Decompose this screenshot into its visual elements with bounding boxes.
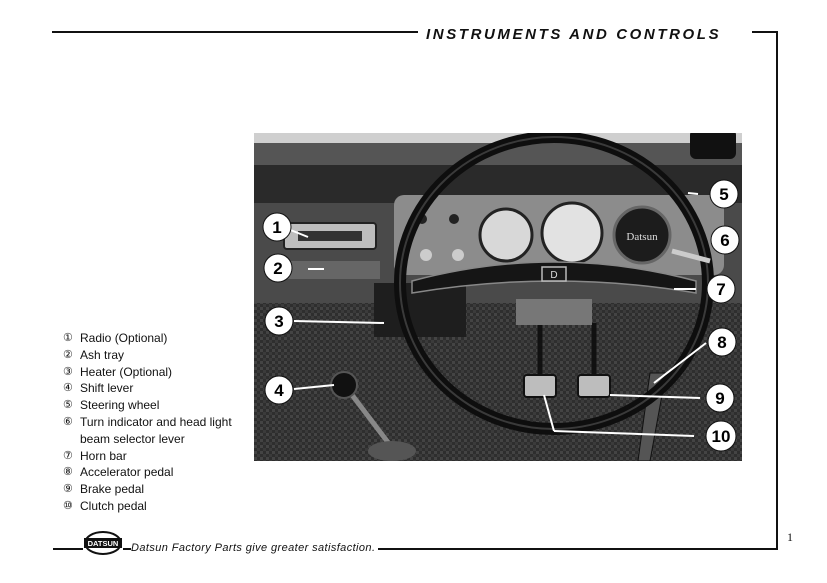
legend-item: ⑩ Clutch pedal [63, 498, 245, 515]
callout-markers: 1 2 3 4 5 6 7 8 9 10 [262, 179, 740, 452]
radio-dial [298, 231, 362, 241]
steering-column [516, 299, 592, 325]
legend-number: ⑤ [63, 399, 73, 412]
legend-number: ⑥ [63, 415, 73, 428]
dashboard-photo: Datsun D [254, 133, 742, 461]
callout-number: 1 [272, 218, 281, 237]
dashboard-illustration: Datsun D [254, 133, 742, 461]
leader-lines [287, 192, 707, 437]
brake-pedal [577, 374, 611, 398]
legend-item: ⑥ Turn indicator and head light beam sele… [63, 414, 245, 448]
turn-indicator-lever [671, 248, 711, 264]
callout-circle [263, 253, 293, 283]
callout-number: 4 [274, 381, 284, 400]
legend-label: Horn bar [80, 448, 127, 463]
callout-circle [264, 375, 294, 405]
gauge-left [478, 207, 534, 263]
callout-circle [707, 327, 737, 357]
logo-text: DATSUN [88, 539, 119, 548]
legend-label: Ash tray [80, 347, 125, 362]
leader-line [293, 384, 335, 390]
leader-line [687, 192, 699, 195]
legend-label: Brake pedal [80, 482, 145, 497]
legend-number: ⑩ [63, 499, 73, 512]
legend-number: ⑦ [63, 449, 73, 462]
legend-label: Heater (Optional) [80, 364, 173, 379]
gauge-brand: Datsun [626, 231, 658, 243]
ash-tray [280, 261, 380, 279]
switch-knob [452, 249, 464, 261]
header-rule-left [52, 31, 418, 33]
callout-number: 8 [717, 333, 726, 352]
callout-number: 3 [274, 312, 283, 331]
legend-number: ⑨ [63, 483, 73, 496]
horn-badge-letter: D [550, 270, 557, 281]
legend-item: ④ Shift lever [63, 380, 245, 397]
switch-knob [420, 249, 432, 261]
shift-lever-rod [344, 385, 392, 447]
speedometer [540, 201, 604, 265]
legend-item: ③ Heater (Optional) [63, 364, 245, 381]
horn-badge [541, 266, 567, 282]
footer-rule-right [378, 548, 778, 550]
callout-number: 7 [716, 280, 725, 299]
callout-circle [706, 274, 736, 304]
legend-number: ① [63, 332, 73, 344]
footer-rule-mid [123, 548, 131, 550]
callout-circle [709, 179, 739, 209]
leader-line [293, 320, 385, 324]
page-number: 1 [787, 530, 793, 544]
callout-circle [710, 225, 740, 255]
legend-label: Steering wheel [80, 398, 160, 413]
legend-number: ③ [63, 365, 73, 378]
dash-pad [254, 165, 742, 203]
leader-line [543, 394, 555, 432]
callout-number: 5 [719, 185, 728, 204]
legend-item: ⑤ Steering wheel [63, 397, 245, 414]
legend-number: ② [63, 348, 73, 361]
legend-label: Clutch pedal [80, 498, 147, 513]
callout-number: 2 [273, 259, 282, 278]
legend-label: Accelerator pedal [80, 465, 174, 480]
right-margin-rule [776, 31, 778, 550]
legend-number: ⑧ [63, 466, 73, 479]
switch-knob [449, 214, 459, 224]
leader-line [287, 228, 309, 238]
shift-boot [368, 441, 416, 461]
shift-knob [330, 371, 358, 399]
rear-view-mirror [690, 133, 736, 159]
datsun-logo-icon: DATSUN [84, 531, 122, 555]
legend-item: ⑨ Brake pedal [63, 481, 245, 498]
leader-line [553, 430, 695, 437]
callout-number: 9 [715, 389, 724, 408]
legend-number: ④ [63, 382, 73, 395]
legend-item: ② Ash tray [63, 347, 245, 364]
page-title: INSTRUMENTS AND CONTROLS [426, 26, 722, 43]
callout-circle [264, 306, 294, 336]
parts-legend: ① Radio (Optional) ② Ash tray ③ Heater (Opt… [63, 330, 245, 515]
legend-item: ⑧ Accelerator pedal [63, 464, 245, 481]
legend-label: Radio (Optional) [80, 331, 168, 345]
legend-item: ⑦ Horn bar [63, 448, 245, 465]
gauge-right [612, 205, 672, 265]
header-rule-right [752, 31, 778, 33]
callout-number: 10 [712, 427, 731, 446]
legend-label: Shift lever [80, 381, 134, 396]
clutch-pedal [523, 374, 557, 398]
footer-slogan: Datsun Factory Parts give greater satisf… [131, 542, 376, 554]
callout-circle [262, 212, 292, 242]
legend-label: Turn indicator and head light beam selec… [80, 414, 232, 446]
callout-number: 6 [720, 231, 729, 250]
callout-circle [705, 420, 737, 452]
footer-rule-left [53, 548, 83, 550]
callout-circle [705, 383, 735, 413]
leader-line [653, 342, 707, 384]
leader-line [609, 394, 701, 399]
legend-item: ① Radio (Optional) [63, 330, 245, 347]
